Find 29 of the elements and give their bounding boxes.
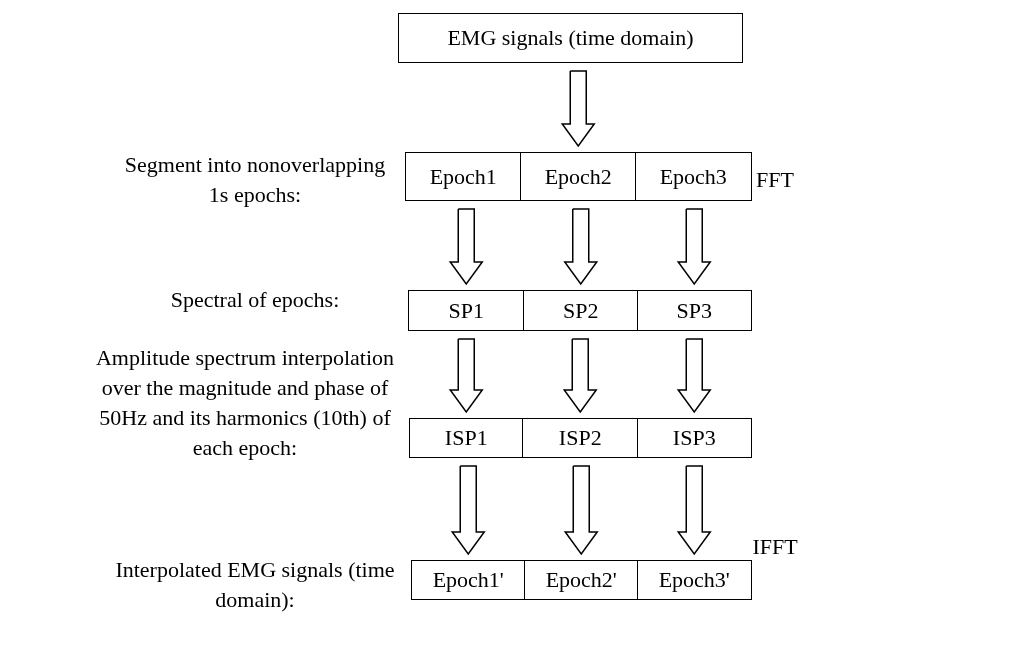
hollow-arrow (560, 70, 596, 148)
process-box: Epoch1' (411, 560, 526, 600)
hollow-arrow (450, 465, 486, 556)
process-box: EMG signals (time domain) (398, 13, 743, 63)
process-box: SP2 (523, 290, 639, 331)
process-box: SP1 (408, 290, 525, 331)
step-label: Amplitude spectrum interpolation over the magnitude and phase of 50Hz and its harmonics (10th) of each epoch: (95, 344, 395, 462)
process-box: Epoch3 (635, 152, 752, 201)
process-box: Epoch3' (637, 560, 752, 600)
hollow-arrow (448, 338, 484, 414)
transform-label: IFFT (751, 533, 799, 561)
hollow-arrow (563, 465, 599, 556)
process-box: ISP2 (522, 418, 639, 458)
hollow-arrow (448, 208, 484, 286)
step-label: Segment into nonoverlapping 1s epochs: (123, 151, 387, 209)
hollow-arrow (562, 338, 598, 414)
process-box: ISP3 (637, 418, 752, 458)
process-box: Epoch1 (405, 152, 522, 201)
process-box: ISP1 (409, 418, 524, 458)
process-box: Epoch2' (524, 560, 639, 600)
process-box: SP3 (637, 290, 752, 331)
hollow-arrow (676, 208, 712, 286)
step-label: Spectral of epochs: (169, 286, 341, 314)
transform-label: FFT (755, 166, 795, 194)
hollow-arrow (563, 208, 599, 286)
process-box: Epoch2 (520, 152, 637, 201)
hollow-arrow (676, 465, 712, 556)
hollow-arrow (676, 338, 712, 414)
step-label: Interpolated EMG signals (time domain): (115, 556, 395, 614)
